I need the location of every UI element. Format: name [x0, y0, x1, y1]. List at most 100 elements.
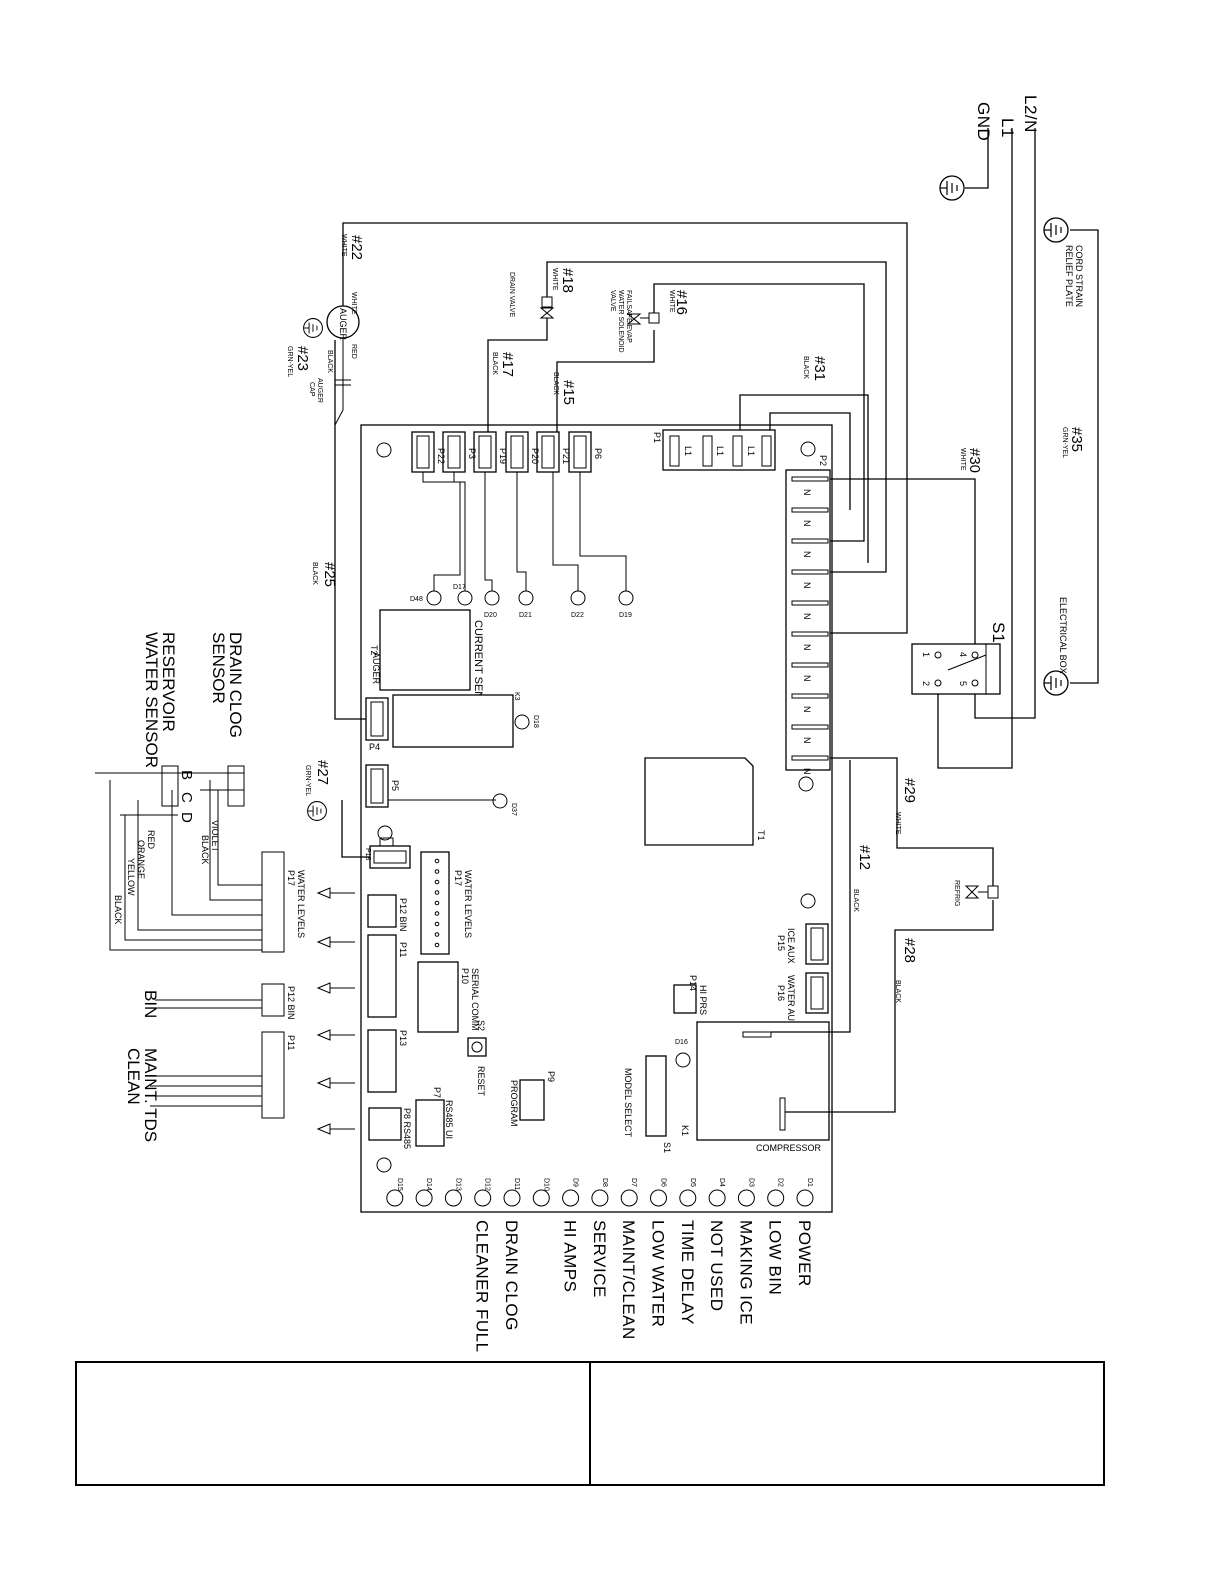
led-d10 [532, 1189, 550, 1207]
color-29-white: WHITE [894, 812, 901, 835]
connector-p10 [417, 961, 459, 1033]
label-reset: RESET [476, 1066, 486, 1097]
color-violet: VIOLET [210, 820, 220, 853]
title-cell-right [589, 1363, 1103, 1484]
color-30-white: WHITE [959, 448, 966, 471]
led-description: MAINT/CLEAN [619, 1220, 638, 1340]
pin-dot [434, 942, 440, 948]
label-wire-17: #17 [499, 352, 516, 377]
led-d1 [796, 1189, 814, 1207]
label-p11-board: P11 [398, 942, 408, 957]
led-d13 [444, 1189, 462, 1207]
label-electrical-box: ELECTRICAL BOX [1058, 597, 1068, 674]
label-switch-s1: S1 [989, 622, 1008, 643]
label-p8: P8 RS485 [402, 1108, 412, 1149]
connector-p13-board [367, 1029, 397, 1093]
led-description: SERVICE [590, 1220, 609, 1298]
diode-d18 [514, 714, 530, 730]
title-block [75, 1361, 1105, 1486]
connector-p12-board [367, 894, 397, 928]
color-27-grnyel: GRN-YEL [304, 765, 311, 796]
title-cell-left [77, 1363, 589, 1484]
switch-pin-4: 4 [958, 652, 968, 657]
color-auger-black: BLACK [326, 350, 333, 373]
connector-p11-board [367, 934, 397, 1018]
color-black-harness: BLACK [113, 895, 123, 925]
led-d15 [386, 1189, 404, 1207]
label-p5: P5 [390, 780, 400, 791]
connector-p5 [365, 764, 389, 808]
color-orange: ORANGE [136, 840, 146, 879]
label-wire-23: #23 [294, 346, 311, 371]
transformer-t1 [644, 757, 754, 846]
connector-p16 [805, 972, 829, 1014]
color-25-black: BLACK [311, 562, 318, 585]
label-p16: P16 [776, 985, 786, 1001]
label-gnd: GND [974, 102, 993, 141]
color-31-black: BLACK [802, 356, 809, 379]
model-select [645, 1055, 667, 1137]
led-id-label: D8 [601, 1178, 608, 1187]
connector-p18 [369, 845, 411, 869]
led-d5 [679, 1189, 697, 1207]
label-model-select: MODEL SELECT [623, 1068, 633, 1138]
label-l1-a: L1 [683, 446, 693, 456]
label-auger-conn: AUGER [371, 652, 381, 685]
label-p12-harness: P12 BIN [286, 986, 296, 1020]
left-harness [95, 765, 285, 1119]
label-p14: P14 [688, 975, 698, 991]
label-ice-aux: ICE AUX [786, 928, 796, 964]
led-d7 [620, 1189, 638, 1207]
led-description: NOT USED [707, 1220, 726, 1312]
label-k3: K3 [513, 692, 520, 701]
color-black-sensor: BLACK [200, 835, 210, 865]
led-description: CLEANER FULL [473, 1220, 492, 1353]
switch-pin-1: 1 [921, 652, 931, 657]
connector-p8 [368, 1107, 402, 1141]
connector-p14 [673, 984, 697, 1014]
label-p9: P9 [546, 1071, 556, 1082]
n-terminal-label: N [802, 551, 812, 558]
led-d6 [650, 1189, 667, 1207]
label-refrig: REFRIG [953, 880, 960, 906]
label-reservoir-1: RESERVOIR [159, 632, 178, 732]
color-red-sensor: RED [146, 830, 156, 850]
n-terminal-label: N [802, 737, 812, 744]
pin-dot [434, 869, 440, 874]
label-p10: P10 [460, 968, 470, 984]
led-id-label: D14 [425, 1178, 432, 1191]
label-d18: D18 [532, 715, 539, 728]
label-p3: P3 [467, 448, 477, 459]
mounting-holes [376, 441, 816, 1173]
led-id-label: D9 [572, 1178, 579, 1187]
led-d9 [562, 1189, 580, 1207]
label-wire-22: #22 [348, 235, 365, 260]
led-id-label: D3 [747, 1178, 754, 1187]
n-terminal [791, 476, 829, 482]
label-rs485-ui: RS485 UI [444, 1100, 454, 1139]
led-id-label: D1 [806, 1178, 813, 1187]
led-d3 [737, 1189, 755, 1207]
n-terminal-label: N [802, 706, 812, 713]
label-program: PROGRAM [509, 1080, 519, 1127]
label-wire-28: #28 [901, 938, 918, 963]
n-terminal-label: N [802, 520, 812, 527]
color-35-grnyel: GRN-YEL [1061, 427, 1068, 458]
led-description: HI AMPS [561, 1220, 580, 1292]
label-water-levels-harness: WATER LEVELS [296, 870, 306, 938]
color-18-white: WHITE [551, 268, 558, 291]
label-k1: K1 [680, 1125, 690, 1136]
label-reservoir-2: WATER SENSOR [142, 632, 161, 768]
label-auger-cap-2: CAP [308, 382, 315, 397]
label-wire-35: #35 [1068, 427, 1085, 452]
label-d20: D20 [484, 612, 497, 619]
color-16-white: WHITE [668, 290, 675, 313]
label-cord-strain: CORD STRAIN [1074, 245, 1084, 307]
n-terminal-label: N [802, 768, 812, 775]
color-28-black: BLACK [894, 980, 901, 1003]
led-id-label: D10 [542, 1178, 549, 1191]
label-l1: L1 [998, 118, 1017, 138]
n-terminal [791, 662, 829, 668]
label-maint-tds: MAINT. TDS [141, 1048, 160, 1142]
